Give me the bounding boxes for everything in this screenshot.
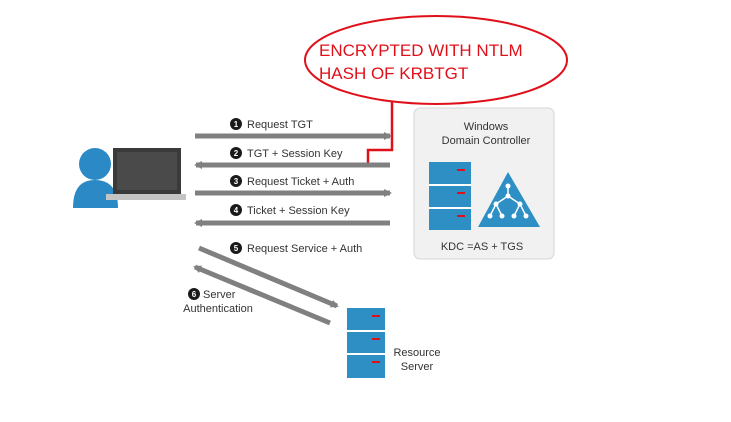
resource-server-line2: Server (401, 361, 434, 373)
step-label: Request TGT (247, 119, 313, 131)
resource-server-line1: Resource (393, 347, 440, 359)
step-1: 1 Request TGT (230, 118, 313, 131)
callout-connector (366, 102, 394, 164)
server-icon (429, 162, 471, 230)
step-label: Ticket + Session Key (247, 205, 350, 217)
step-number: 2 (234, 149, 239, 158)
laptop-icon (106, 148, 186, 200)
arrow-step-6 (193, 264, 331, 326)
user-icon (73, 148, 118, 208)
step-5: 5 Request Service + Auth (230, 242, 362, 255)
network-tree-icon (478, 172, 540, 227)
step-number: 6 (192, 290, 197, 299)
step-label: TGT + Session Key (247, 148, 343, 160)
callout-ellipse (304, 15, 568, 105)
step-badge (230, 175, 242, 187)
step-badge (230, 147, 242, 159)
step-label: Request Service + Auth (247, 243, 362, 255)
step-number: 1 (234, 120, 239, 129)
step-6: 6 Server Authentication (183, 288, 253, 315)
step-label-line2: Authentication (183, 303, 253, 315)
step-badge (230, 118, 242, 130)
step-number: 5 (234, 244, 239, 253)
step-number: 4 (234, 206, 239, 215)
callout-line1: ENCRYPTED WITH NTLM (319, 41, 523, 60)
step-badge (230, 204, 242, 216)
step-label: Request Ticket + Auth (247, 176, 354, 188)
step-3: 3 Request Ticket + Auth (230, 175, 354, 188)
step-4: 4 Ticket + Session Key (230, 204, 350, 217)
server-icon (347, 308, 385, 378)
step-badge (188, 288, 200, 300)
dc-title-line1: Windows (464, 121, 509, 133)
step-number: 3 (234, 177, 239, 186)
step-label-line1: Server (203, 289, 236, 301)
arrow-step-5 (198, 245, 339, 309)
kdc-label: KDC =AS + TGS (441, 241, 523, 253)
step-badge (230, 242, 242, 254)
callout-line2: HASH OF KRBTGT (319, 64, 468, 83)
dc-title-line2: Domain Controller (442, 135, 531, 147)
step-2: 2 TGT + Session Key (230, 147, 343, 160)
